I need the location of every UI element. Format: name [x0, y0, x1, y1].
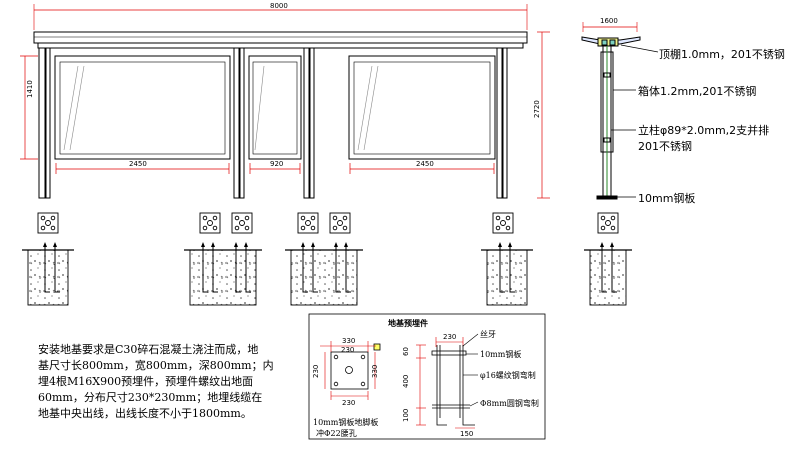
foundation-note: 安装地基要求是C30碎石混凝土浇注而成，地 基尺寸长800mm，宽800mm，深… — [38, 342, 278, 422]
base-plate — [492, 212, 514, 234]
bolt-dim-top: 230 — [443, 333, 457, 341]
dimension-left-height: 1410 — [26, 80, 34, 98]
callout-column-line1: 立柱φ89*2.0mm,2支并排 — [638, 124, 770, 137]
foundation-note-line: 基尺寸长800mm，宽800mm，深800mm；内 — [38, 359, 274, 372]
foundation-block — [481, 242, 533, 306]
callout-plate: 10mm钢板 — [638, 192, 696, 205]
plate-dim-mid: 230 — [341, 346, 355, 354]
callout-roof: 顶棚1.0mm，201不锈钢 — [659, 48, 785, 61]
bolt-label-rebar16: φ16螺纹钢弯制 — [480, 371, 536, 380]
foundation-note-line: 地基中央出线，出线长度不小于1800mm。 — [38, 407, 252, 420]
bolt-dim-400: 400 — [402, 374, 410, 388]
front-columns — [38, 47, 508, 199]
callout-box: 箱体1.2mm,201不锈钢 — [638, 85, 757, 98]
bolt-dim-60: 60 — [402, 347, 410, 356]
base-plate — [597, 212, 619, 234]
dimension-panel-right: 2450 — [416, 160, 434, 168]
panel-right — [348, 55, 496, 160]
base-plates — [37, 212, 619, 234]
foundation-note-line: 安装地基要求是C30碎石混凝土浇注而成，地 — [38, 343, 259, 356]
dimension-panel-left: 2450 — [129, 160, 147, 168]
panel-left — [54, 55, 231, 160]
foundation-note-line: 埋4根M16X900预埋件，预埋件螺纹出地面 — [38, 375, 254, 388]
dimension-side-width: 1600 — [600, 17, 618, 25]
foundation-block — [184, 242, 262, 306]
foundation-block — [285, 242, 363, 306]
foundation-block — [584, 242, 632, 306]
bolt-dim-bottom: 150 — [460, 430, 474, 438]
base-plate — [199, 212, 221, 234]
panel-center — [248, 55, 302, 160]
detail-plate — [330, 351, 369, 390]
plate-dim-right: 330 — [371, 364, 379, 378]
front-elevation — [20, 4, 550, 199]
foundation-note-line: 60mm，分布尺寸230*230mm；地埋线缆在 — [38, 391, 263, 404]
base-plate — [231, 212, 253, 234]
plate-dim-left: 230 — [312, 364, 320, 378]
base-plate — [329, 212, 351, 234]
dimension-total-width: 8000 — [270, 2, 288, 10]
dimension-panel-center: 920 — [270, 160, 284, 168]
plate-dim-top: 330 — [342, 337, 356, 345]
foundations — [22, 242, 632, 306]
base-plate — [297, 212, 319, 234]
front-roof — [33, 31, 528, 44]
callout-column-line2: 201不锈钢 — [638, 140, 692, 153]
detail-bolt — [416, 333, 479, 429]
bolt-label-plate: 10mm钢板 — [480, 350, 522, 359]
bolt-dim-100: 100 — [402, 408, 410, 422]
bolt-label-rebar8: Φ8mm圆钢弯制 — [480, 399, 539, 408]
foundation-block — [22, 242, 74, 306]
side-base-plate — [596, 195, 618, 200]
base-plate — [37, 212, 59, 234]
embedded-parts-detail — [308, 313, 546, 440]
detail-title: 地基预埋件 — [388, 318, 428, 328]
side-view — [581, 22, 659, 200]
dimension-right-height: 2720 — [533, 100, 541, 118]
plate-dim-bottom: 230 — [342, 399, 356, 407]
plate-label-2: 冲Φ22腰孔 — [316, 429, 357, 438]
bolt-label-thread: 丝牙 — [480, 330, 496, 339]
plate-label-1: 10mm钢板地脚板 — [313, 418, 379, 427]
